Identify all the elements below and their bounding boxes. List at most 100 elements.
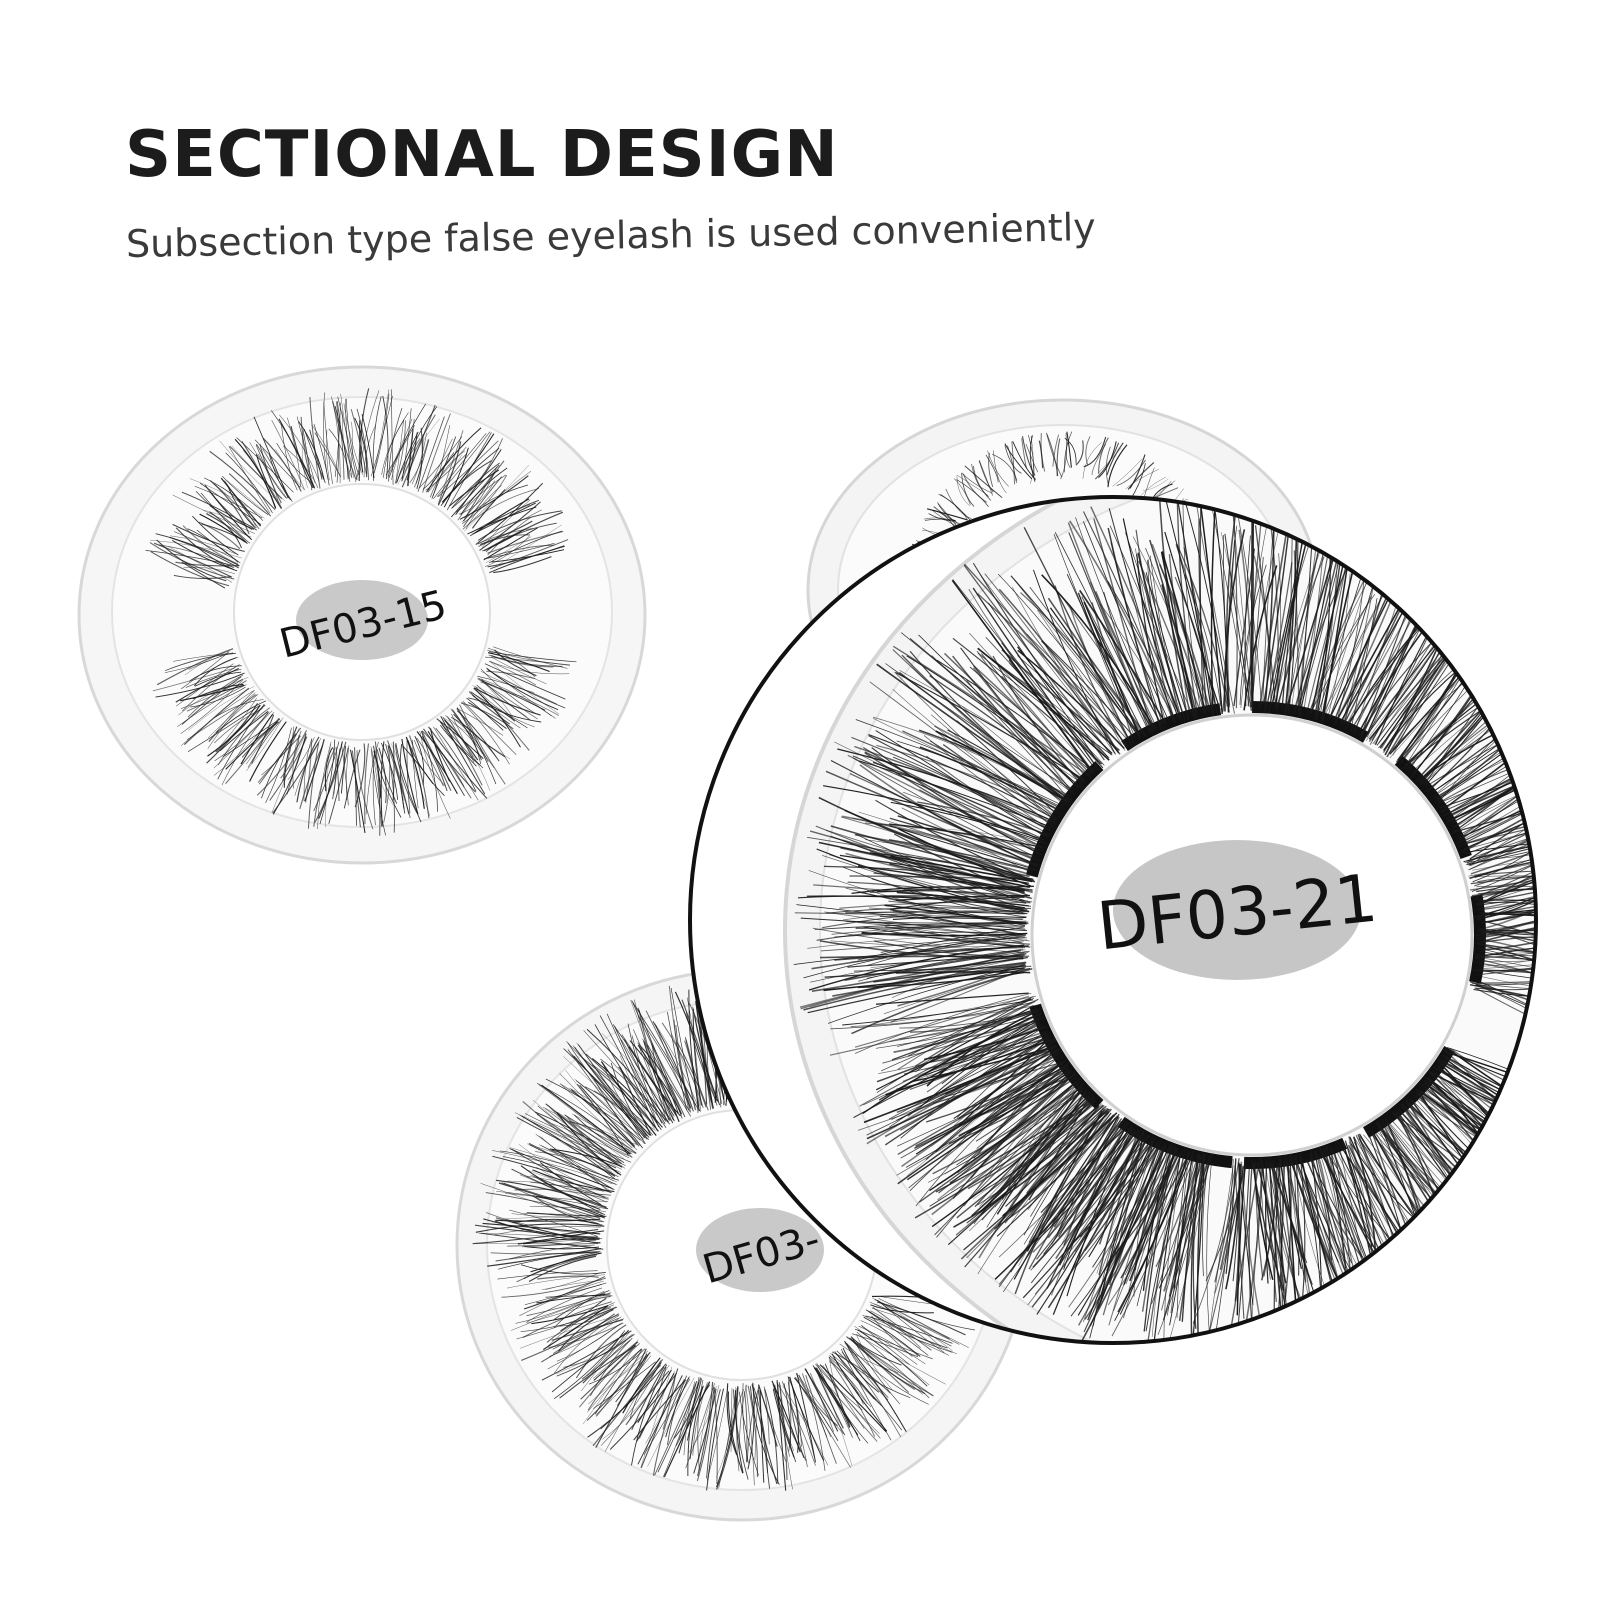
lash-fiber — [551, 1149, 616, 1177]
lash-fiber — [693, 1015, 721, 1106]
lash-fiber — [1299, 1154, 1306, 1300]
lash-fiber — [395, 419, 405, 483]
lash-fiber — [1141, 1145, 1173, 1312]
lash-fiber — [323, 401, 333, 485]
lash-fiber — [258, 727, 302, 785]
lash-fiber — [872, 1297, 953, 1351]
lash-fiber — [674, 991, 713, 1103]
lash-fiber — [844, 949, 1022, 981]
lash-fiber — [156, 539, 227, 582]
lash-fiber — [818, 1364, 881, 1439]
lash-fiber — [961, 473, 975, 507]
lash-fiber — [996, 1088, 1082, 1215]
lash-fiber — [575, 1324, 627, 1379]
lash-fiber — [280, 734, 300, 779]
lash-fiber — [582, 1339, 639, 1425]
lash-fiber — [192, 515, 239, 556]
lash-fiber — [246, 718, 281, 765]
zoom-border — [688, 495, 1538, 1345]
lash-fiber — [678, 1385, 704, 1454]
label-oval — [296, 580, 428, 660]
lash-fiber — [972, 667, 1076, 796]
lash-fiber — [271, 420, 305, 491]
lash-fiber — [1236, 1162, 1247, 1316]
lash-fiber — [1225, 514, 1236, 713]
lash-fiber — [1081, 596, 1151, 735]
lash-fiber — [1034, 1128, 1132, 1244]
bottom-upper-lash — [472, 981, 737, 1283]
lash-fiber — [1331, 1148, 1380, 1249]
lash-fiber — [637, 1044, 680, 1123]
lash-fiber — [754, 1386, 759, 1461]
lash-fiber — [1258, 1157, 1289, 1313]
lash-fiber — [804, 1368, 846, 1436]
lash-fiber — [926, 1021, 1041, 1093]
lash-fiber — [930, 714, 1060, 821]
lash-fiber — [998, 588, 1119, 753]
lash-fiber — [800, 956, 1024, 1010]
lash-fiber — [444, 719, 479, 761]
lash-fiber — [413, 434, 424, 488]
lash-fiber — [183, 567, 236, 574]
lash-fiber — [706, 1388, 724, 1491]
lash-fiber — [1384, 1118, 1423, 1224]
lash-fiber — [931, 1087, 1084, 1216]
lash-fiber — [587, 1348, 643, 1411]
lash-fiber — [539, 1162, 602, 1206]
lash-fiber — [917, 1032, 1049, 1078]
lash-fiber — [823, 785, 1045, 841]
lash-fiber — [544, 1108, 626, 1169]
lash-fiber — [1232, 497, 1238, 709]
lash-fiber — [940, 494, 973, 523]
lash-fiber — [476, 684, 516, 721]
lash-fiber — [872, 895, 1029, 902]
lash-fiber — [956, 1105, 1099, 1219]
lash-fiber — [150, 551, 230, 587]
lash-fiber — [622, 1357, 661, 1414]
lash-fiber — [595, 1349, 643, 1417]
zoom-upper-lash — [823, 497, 1536, 877]
lash-fiber — [941, 1015, 1041, 1085]
lash-fiber — [1479, 947, 1536, 967]
lash-fiber — [1181, 1153, 1200, 1322]
lash-fiber — [736, 1386, 740, 1472]
lash-fiber — [272, 743, 319, 814]
lash-fiber — [684, 1040, 699, 1113]
lash-fiber — [1085, 436, 1091, 466]
lash-fiber — [895, 971, 1031, 974]
lash-fiber — [992, 453, 1018, 481]
lash-fiber — [876, 1000, 1036, 1094]
lash-fiber — [1452, 776, 1536, 834]
lash-fiber — [359, 419, 364, 473]
lash-fiber — [1214, 1158, 1240, 1283]
lash-fiber — [981, 1095, 1091, 1221]
lash-fiber — [903, 791, 1043, 850]
lash-fiber — [845, 887, 1023, 927]
lash-fiber — [199, 482, 262, 525]
lash-fiber — [346, 745, 350, 801]
lash-fiber — [190, 686, 246, 708]
lash-fiber — [1010, 1111, 1110, 1217]
lash-fiber — [846, 1337, 924, 1395]
lash-fiber — [439, 720, 484, 769]
lash-fiber — [1476, 865, 1536, 893]
lash-fiber — [685, 1383, 715, 1469]
lash-fiber — [429, 728, 451, 782]
lash-fiber — [1466, 817, 1536, 866]
lash-fiber — [155, 672, 245, 698]
lash-fiber — [600, 1061, 657, 1136]
lash-fiber — [847, 754, 1039, 852]
lash-fiber — [581, 1056, 656, 1128]
lash-fiber — [829, 1359, 876, 1437]
lash-fiber — [145, 550, 232, 566]
lash-fiber — [802, 1373, 826, 1471]
lash-fiber — [414, 735, 425, 785]
lash-fiber — [844, 1342, 889, 1399]
lash-fiber — [1136, 1155, 1182, 1307]
lash-fiber — [1457, 741, 1536, 847]
lash-fiber — [1151, 543, 1210, 713]
lash-fiber — [996, 1112, 1112, 1237]
lash-fiber — [501, 1182, 600, 1213]
lash-fiber — [520, 1264, 606, 1275]
lash-fiber — [1122, 1148, 1180, 1319]
